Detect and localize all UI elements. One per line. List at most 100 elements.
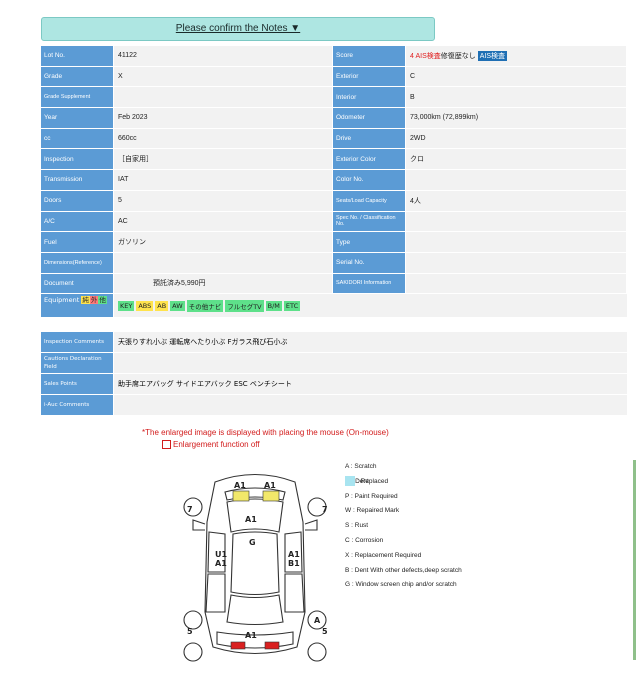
legend-item: W : Repaired Mark [345, 507, 400, 515]
spec-label-right: Score [333, 46, 406, 67]
mark-7-right: 7 [322, 505, 328, 514]
spec-value-right: クロ [406, 149, 627, 171]
spec-label-left: Inspection [41, 149, 114, 171]
legend-replaced: : Replaced [345, 475, 462, 490]
spec-label-right: Spec No. / Classification No. [333, 211, 406, 233]
equipment-tag: ETC [283, 300, 301, 311]
legend-item: U : Dent [345, 477, 369, 485]
legend-item: S : Rust [345, 522, 369, 530]
spec-label-left: Lot No. [41, 46, 114, 67]
spec-label-left: Grade Supplement [41, 87, 114, 109]
spec-label-right: Interior [333, 87, 406, 109]
spec-value-right: B [406, 87, 627, 109]
spec-row: Dimensions(Reference)Serial No. [41, 252, 627, 274]
spec-label-right: Color No. [333, 170, 406, 191]
mark-a1-hood: A1 [245, 515, 257, 524]
legend-item: A : Scratch [345, 463, 377, 470]
spec-value-right: 2WD [406, 128, 627, 150]
equipment-tag: B/M [265, 300, 282, 311]
spec-label-left: cc [41, 128, 114, 150]
spec-value-right: 4人 [406, 190, 627, 212]
comment-row: i-Auc Comments [41, 395, 627, 416]
car-condition-diagram: A1 A1 A1 G U1 A1 A1 B1 A1 7 7 5 A 5 [183, 473, 328, 662]
mark-7-left: 7 [187, 505, 193, 514]
spec-value-left: 660cc [114, 128, 333, 150]
enlarge-off-toggle[interactable]: Enlargement function off [162, 440, 260, 449]
equipment-tag: AB [155, 300, 169, 311]
mark-a1-right-a: A1 [288, 550, 300, 559]
mark-5-left: 5 [187, 627, 193, 636]
comment-value: 助手席エアバッグ サイドエアバック ESC ベンチシート [114, 374, 627, 395]
spec-value-left: AC [114, 211, 333, 233]
comment-row: Cautions Declaration Field [41, 353, 627, 374]
spec-value-right: 4 AIS検査 修復歴なし AIS検査 [406, 46, 627, 67]
comment-label: Sales Points [41, 374, 114, 395]
equipment-tag: その他ナビ [186, 299, 224, 312]
confirm-notes-button[interactable]: Please confirm the Notes ▼ [41, 17, 435, 41]
legend-item: X : Replacement Required [345, 551, 422, 559]
equipment-legend-tag: 純 [81, 296, 90, 305]
equipment-tag: AW [170, 300, 185, 311]
spec-value-left: ガソリン [114, 232, 333, 253]
enlarge-note: *The enlarged image is displayed with pl… [142, 428, 389, 437]
spec-value-right [406, 170, 627, 191]
mark-a1-front-left: A1 [234, 481, 246, 490]
comment-value: 天張りすれ小ぶ 運転席へたり小ぶ Fガラス飛び石小ぶ [114, 332, 627, 353]
mark-a-right: A [314, 616, 321, 625]
spec-value-left: X [114, 66, 333, 88]
equipment-tag: ABS [136, 300, 154, 311]
enlarge-checkbox[interactable] [162, 440, 171, 449]
equipment-legend-tag: 外 [89, 296, 99, 305]
legend-item: C : Corrosion [345, 536, 384, 544]
spec-label-left: Doors [41, 190, 114, 212]
spec-label-left: Document [41, 273, 114, 295]
mark-5-right: 5 [322, 627, 328, 636]
comment-value [114, 353, 627, 374]
spec-label-right: Odometer [333, 108, 406, 129]
legend-item: P : Paint Required [345, 492, 398, 500]
equipment-tag: KEY [118, 300, 135, 311]
spec-label-left: A/C [41, 211, 114, 233]
mark-g-windshield: G [249, 538, 256, 547]
equipment-label: Equipment 純外他 [41, 294, 114, 318]
spec-label-left: Grade [41, 66, 114, 88]
spec-value-left [114, 252, 333, 274]
comment-label: Inspection Comments [41, 332, 114, 353]
spec-label-left: Fuel [41, 232, 114, 253]
mark-a1-rear: A1 [245, 631, 257, 640]
equipment-legend-tag: 他 [98, 296, 107, 305]
spec-label-right: Exterior Color [333, 149, 406, 171]
mark-a1-front-right: A1 [264, 481, 276, 490]
mark-u1: U1 [215, 550, 227, 559]
spec-value-right: 73,000km (72,899km) [406, 108, 627, 129]
ais-badge: AIS検査 [477, 50, 508, 61]
spec-label-right: Seats/Load Capacity [333, 190, 406, 212]
spec-label-right: Exterior [333, 66, 406, 88]
spec-value-right: C [406, 66, 627, 88]
spec-label-right: SAKIDORI Information [333, 273, 406, 295]
legend-item: B : Dent With other defects,deep scratch [345, 566, 462, 574]
spec-label-right: Serial No. [333, 252, 406, 274]
mark-a1-left: A1 [215, 559, 227, 568]
spec-value-left: 5 [114, 190, 333, 212]
spec-value-right [406, 252, 627, 274]
spec-value-left: 預託済み5,990円 [114, 273, 333, 295]
spec-value-left: ［自家用］ [114, 149, 333, 171]
spec-value-left: 41122 [114, 46, 333, 67]
damage-legend: A : Scratch U : Dent P : Paint Required W :… [345, 460, 462, 588]
spec-label-left: Transmission [41, 170, 114, 191]
